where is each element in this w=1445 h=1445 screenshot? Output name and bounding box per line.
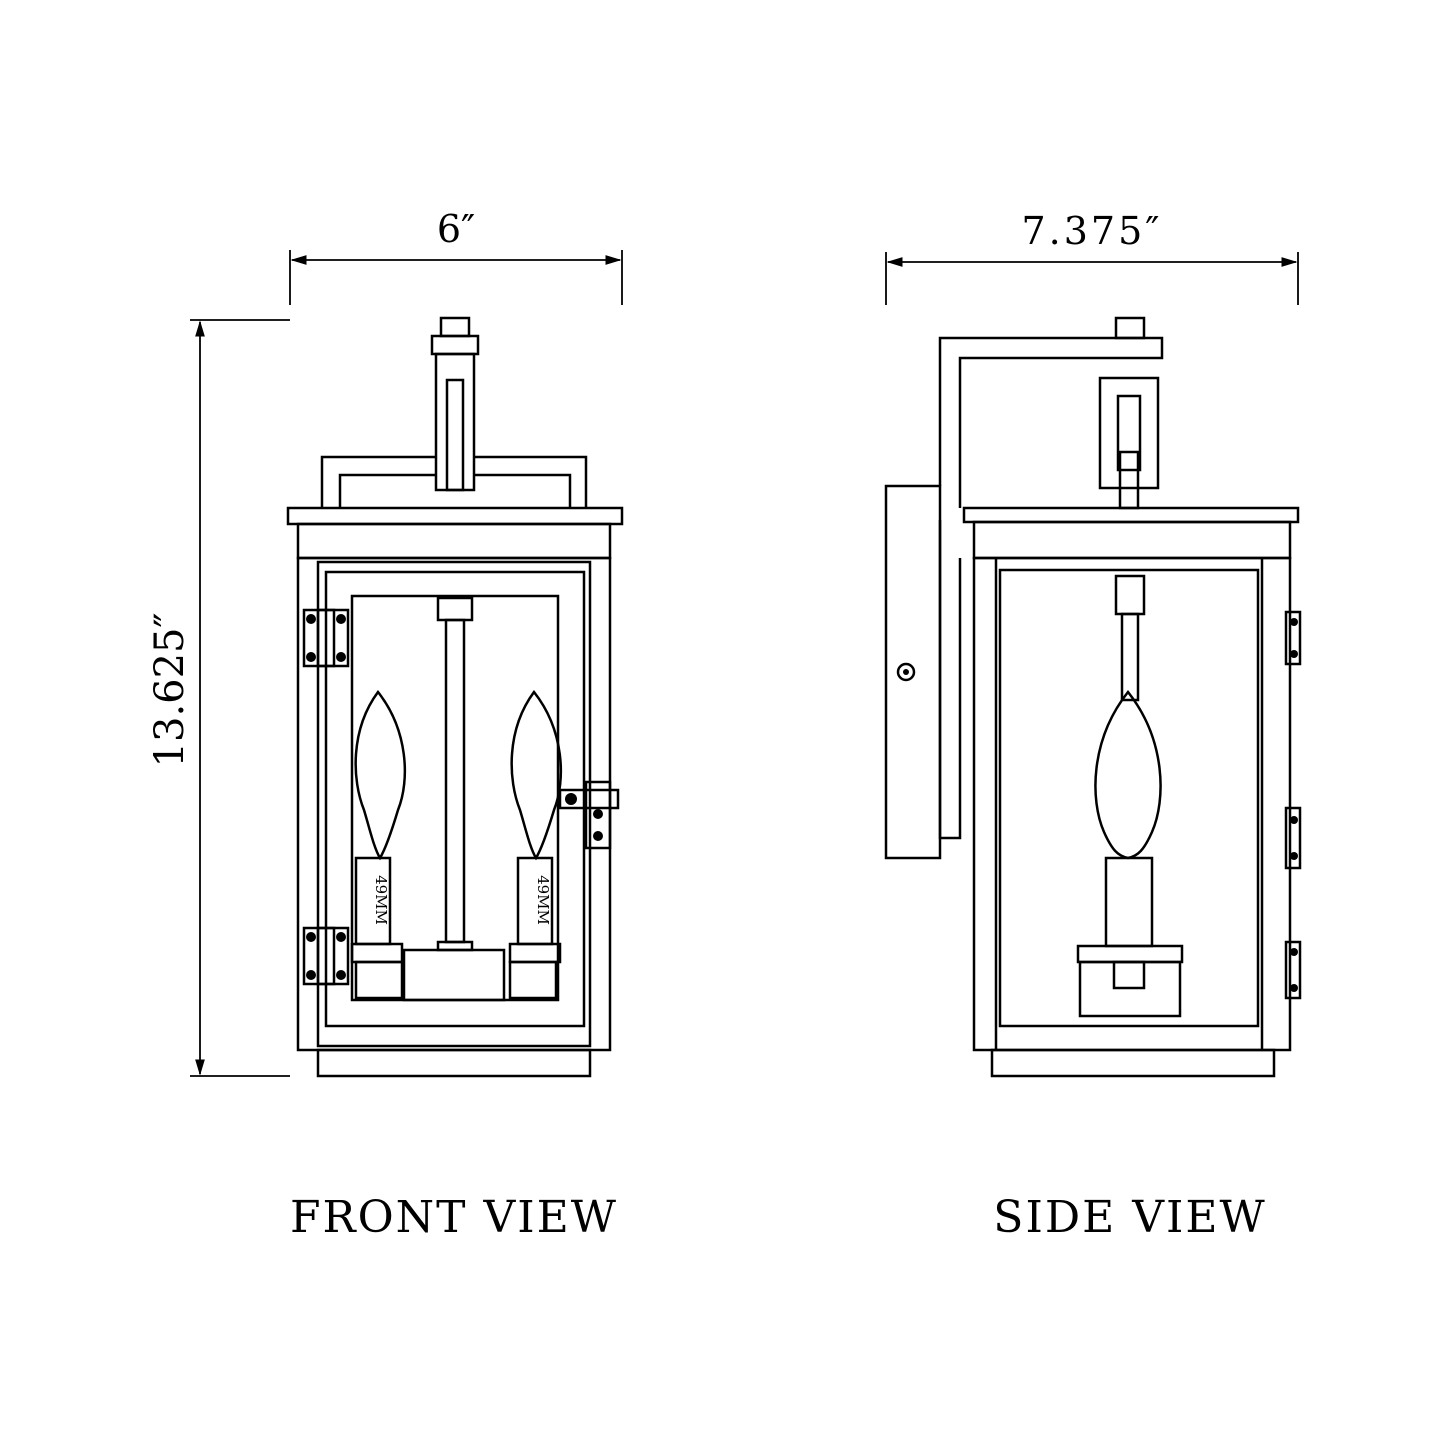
side-hinge-bottom: [1284, 940, 1302, 1000]
front-bulb-left: [350, 689, 407, 1000]
front-top-frame: [286, 455, 624, 560]
front-center-post: [402, 596, 506, 1002]
socket-length-label-right: 49MM: [534, 875, 552, 925]
front-view: 6″ 13.625″: [147, 207, 624, 1243]
side-lantern-body: [972, 556, 1292, 1078]
front-lantern-body: [296, 556, 612, 1078]
side-hinge-top: [1284, 610, 1302, 666]
side-bulb: [1076, 689, 1184, 1018]
side-latch: [1284, 806, 1302, 870]
front-mounting-arm: [430, 316, 480, 492]
front-view-caption: FRONT VIEW: [290, 1192, 618, 1243]
front-bulb-right: [508, 689, 563, 1000]
front-hinge-bottom: [302, 926, 350, 986]
side-width-dimension: 7.375″: [885, 209, 1299, 305]
side-top-frame: [962, 506, 1300, 560]
socket-length-label-left: 49MM: [372, 875, 390, 925]
front-width-dimension: 6″: [289, 207, 623, 305]
side-view: 7.375″: [884, 209, 1302, 1243]
side-wall-backplate: [884, 484, 942, 860]
front-height-label: 13.625″: [147, 613, 193, 768]
front-door-latch: [558, 780, 620, 850]
front-width-label: 6″: [437, 207, 475, 251]
front-hinge-top: [302, 608, 350, 668]
front-height-dimension: 13.625″: [147, 319, 290, 1077]
side-view-caption: SIDE VIEW: [993, 1192, 1266, 1243]
side-width-label: 7.375″: [1022, 209, 1163, 253]
side-candle-post: [1114, 574, 1146, 702]
